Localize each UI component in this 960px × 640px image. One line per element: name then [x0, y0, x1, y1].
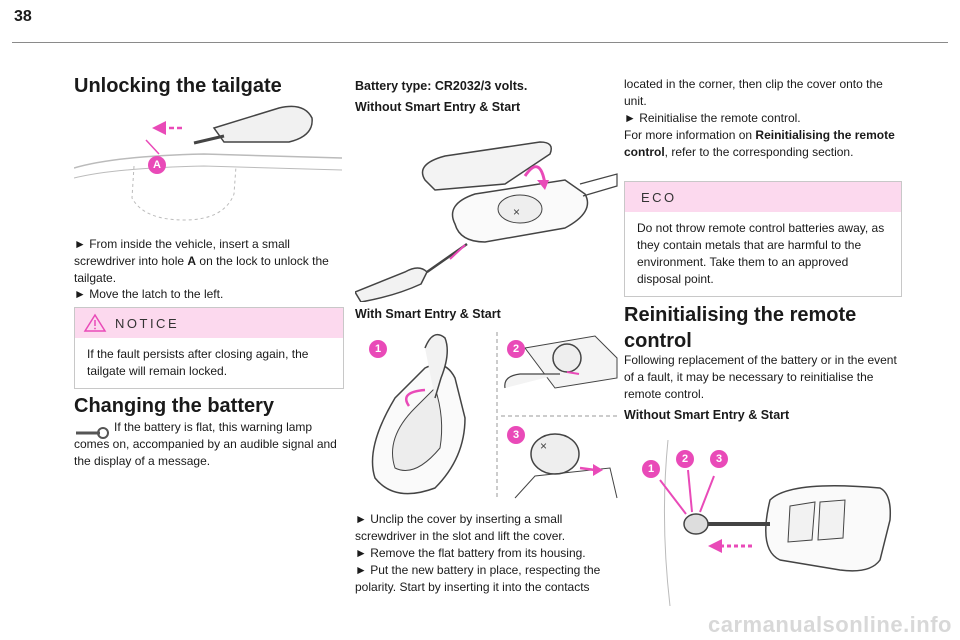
battery-step-2: ► Remove the flat battery from its housi… — [355, 546, 586, 560]
step-2-badge: 2 — [507, 340, 525, 358]
reinit-step-3-badge: 3 — [710, 450, 728, 468]
heading-without-smart-entry: Without Smart Entry & Start — [355, 100, 521, 114]
watermark-footer: carmanualsonline.info — [708, 612, 952, 637]
more-info-suffix: , refer to the corresponding section. — [664, 145, 854, 159]
step1-line-d: tailgate. — [74, 271, 117, 285]
heading-changing-battery: Changing the battery — [74, 395, 275, 417]
callout-a-badge: A — [148, 156, 166, 174]
notice-label: NOTICE — [115, 315, 180, 331]
battery-step-3: ► Put the new battery in place, respecti… — [355, 563, 601, 594]
wrench-warning-icon — [76, 427, 109, 439]
header-divider — [12, 42, 948, 43]
smart-key-battery-illustration: × — [371, 332, 618, 499]
battery-warning-text: If the battery is flat, this warning lam… — [74, 420, 337, 468]
notice-text: If the fault persists after closing agai… — [87, 347, 309, 378]
reinitialise-key-illustration — [659, 440, 892, 606]
reinitialising-link-text: Reinitialising the remote control — [624, 128, 895, 159]
notice-box: NOTICE If the fault persists after closi… — [74, 307, 344, 389]
step1-hole-letter: A — [187, 254, 197, 268]
reinitialise-description: Following replacement of the battery or … — [624, 353, 897, 401]
battery-step-3-continued: located in the corner, then clip the cov… — [624, 77, 883, 108]
step-3-badge: 3 — [507, 426, 525, 444]
step-1-badge: 1 — [369, 340, 387, 358]
eco-header: ECO — [625, 182, 901, 212]
heading-reinit-without-smart-entry: Without Smart Entry & Start — [624, 408, 790, 422]
notice-header: NOTICE — [75, 308, 343, 338]
reinit-step-2-badge: 2 — [676, 450, 694, 468]
unlock-step-2: ► Move the latch to the left. — [74, 287, 224, 301]
tailgate-lock-illustration — [74, 105, 342, 221]
warning-triangle-icon — [83, 313, 107, 332]
battery-step-1: ► Unclip the cover by inserting a small … — [355, 512, 566, 543]
heading-unlocking-tailgate: Unlocking the tailgate — [74, 75, 282, 97]
unlock-step-1: ► From inside the vehicle, insert a smal… — [74, 236, 354, 287]
heading-reinitialising: Reinitialising the remote control — [624, 304, 857, 352]
eco-text: Do not throw remote control batteries aw… — [637, 221, 885, 286]
heading-with-smart-entry: With Smart Entry & Start — [355, 307, 501, 321]
battery-type: Battery type: CR2032/3 volts. — [355, 79, 528, 93]
remote-key-cover-illustration: × — [355, 141, 618, 302]
svg-text:×: × — [540, 439, 547, 453]
more-info-text: For more information on Reinitialising t… — [624, 127, 899, 161]
step1-line-b: screwdriver into hole — [74, 254, 185, 268]
reinitialise-step: ► Reinitialise the remote control. — [624, 111, 801, 125]
more-info-prefix: For more information on — [624, 128, 753, 142]
step1-line-c: on the lock to unlock the — [199, 254, 329, 268]
page-number: 38 — [14, 8, 32, 25]
eco-box: ECO Do not throw remote control batterie… — [624, 181, 902, 297]
reinit-step-1-badge: 1 — [642, 460, 660, 478]
svg-text:×: × — [513, 205, 520, 219]
step1-line-a: ► From inside the vehicle, insert a smal… — [74, 237, 290, 251]
